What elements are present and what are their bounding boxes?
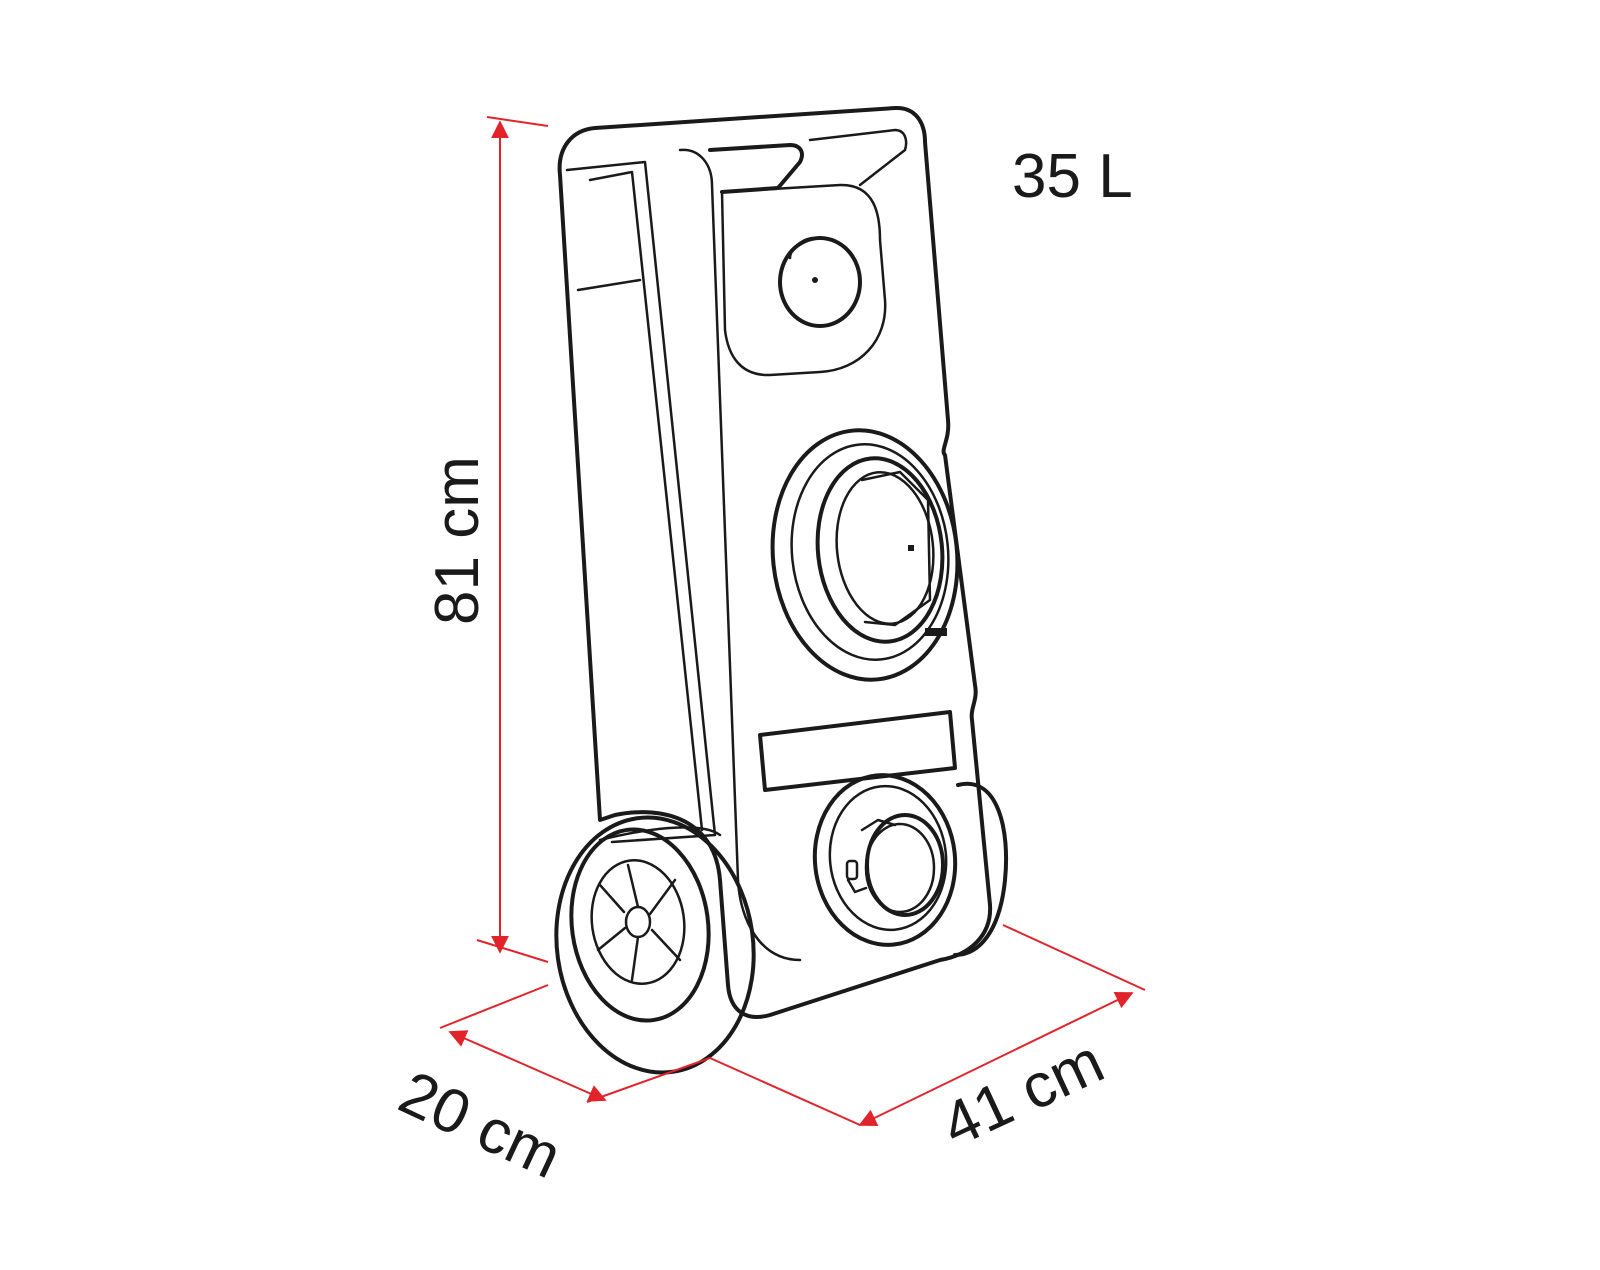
volume-label: 35 L (1012, 142, 1133, 211)
water-tank-on-wheels-icon (554, 105, 1009, 1075)
tank-body (557, 105, 993, 1019)
width-dimension (709, 924, 1146, 1127)
depth-dimension-line (448, 1030, 607, 1102)
depth-label: 20 cm (389, 1058, 571, 1192)
label-plate (758, 710, 957, 792)
bottom-cap-icon (812, 773, 958, 947)
height-dimension (476, 116, 549, 963)
depth-dimension (439, 984, 711, 1103)
drain-opening-icon (770, 428, 960, 682)
left-wheel-icon (554, 815, 756, 1075)
top-cap-icon (778, 236, 862, 328)
width-dimension-line (858, 991, 1134, 1127)
height-label: 81 cm (423, 456, 492, 625)
right-wheel-icon (953, 781, 1009, 957)
